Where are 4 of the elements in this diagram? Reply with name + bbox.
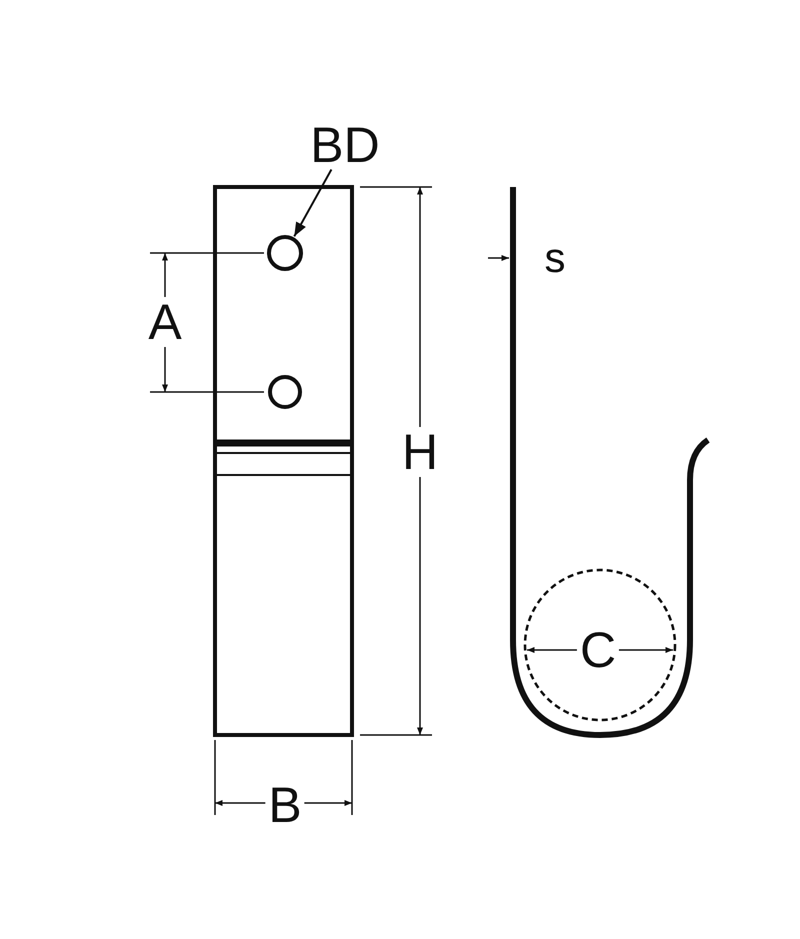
leader-line — [293, 169, 332, 237]
mounting-hole — [266, 234, 304, 272]
dimension-label: BD — [310, 120, 380, 170]
dimension-label: s — [544, 237, 566, 279]
